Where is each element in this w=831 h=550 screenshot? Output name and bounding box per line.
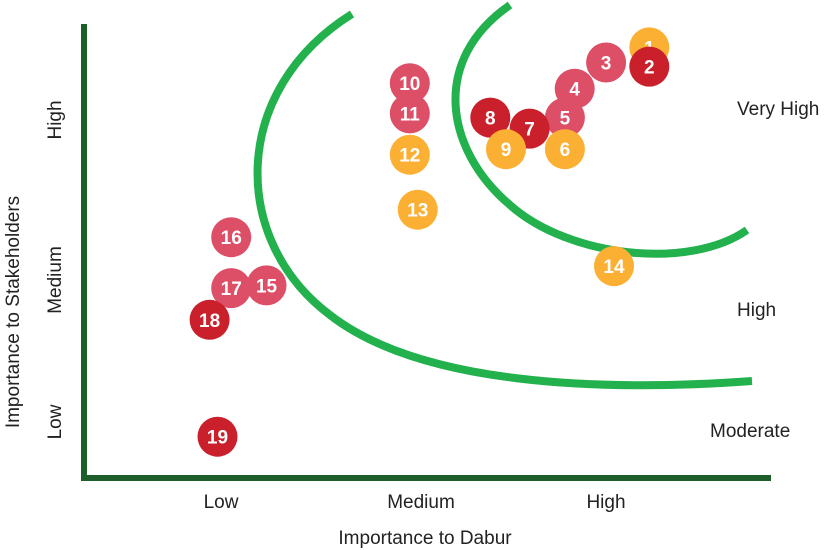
data-point-label-13: 13 <box>407 201 428 222</box>
data-point-14 <box>594 246 634 287</box>
y-tick-low: Low <box>45 404 66 439</box>
y-tick-high: High <box>45 100 66 139</box>
data-point-label-11: 11 <box>400 104 421 125</box>
data-point-label-10: 10 <box>399 74 420 95</box>
data-points: 12345678910111213141516171819 <box>189 27 670 457</box>
data-point-9 <box>486 129 526 170</box>
x-axis-title: Importance to Dabur <box>338 528 512 549</box>
data-point-19 <box>197 416 238 457</box>
data-point-label-12: 12 <box>399 146 420 167</box>
data-point-label-6: 6 <box>560 140 571 161</box>
data-point-18 <box>189 299 230 340</box>
data-point-16 <box>211 217 252 258</box>
data-point-label-16: 16 <box>221 228 242 249</box>
data-point-12 <box>389 134 430 175</box>
data-point-10 <box>389 63 430 104</box>
data-point-label-19: 19 <box>207 428 228 449</box>
boundary-curve-outer <box>253 10 753 390</box>
data-point-label-4: 4 <box>569 80 580 101</box>
data-point-13 <box>397 189 438 230</box>
boundary-curve-inner <box>451 1 750 258</box>
zone-label-high: High <box>737 300 776 321</box>
data-point-3 <box>586 42 627 83</box>
zone-label-very-high: Very High <box>737 99 819 120</box>
data-point-label-15: 15 <box>256 276 278 297</box>
data-point-label-17: 17 <box>221 279 242 300</box>
data-point-6 <box>544 129 585 170</box>
data-point-label-3: 3 <box>601 54 612 75</box>
data-point-11 <box>389 93 430 134</box>
data-point-15 <box>246 265 287 306</box>
data-point-2 <box>629 46 670 87</box>
data-point-5 <box>544 97 585 138</box>
x-tick-high: High <box>586 492 625 513</box>
y-tick-medium: Medium <box>45 246 66 314</box>
data-point-17 <box>211 268 252 309</box>
data-point-label-14: 14 <box>603 257 625 278</box>
x-tick-medium: Medium <box>387 492 455 513</box>
data-point-label-9: 9 <box>501 140 512 161</box>
zone-label-moderate: Moderate <box>710 421 790 442</box>
data-point-8 <box>470 97 511 138</box>
data-point-label-5: 5 <box>560 109 571 130</box>
x-tick-low: Low <box>204 492 239 513</box>
y-axis-title: Importance to Stakeholders <box>3 196 24 428</box>
data-point-label-2: 2 <box>644 58 655 79</box>
data-point-label-18: 18 <box>199 311 220 332</box>
data-point-label-8: 8 <box>485 109 496 130</box>
data-point-label-7: 7 <box>524 120 535 141</box>
